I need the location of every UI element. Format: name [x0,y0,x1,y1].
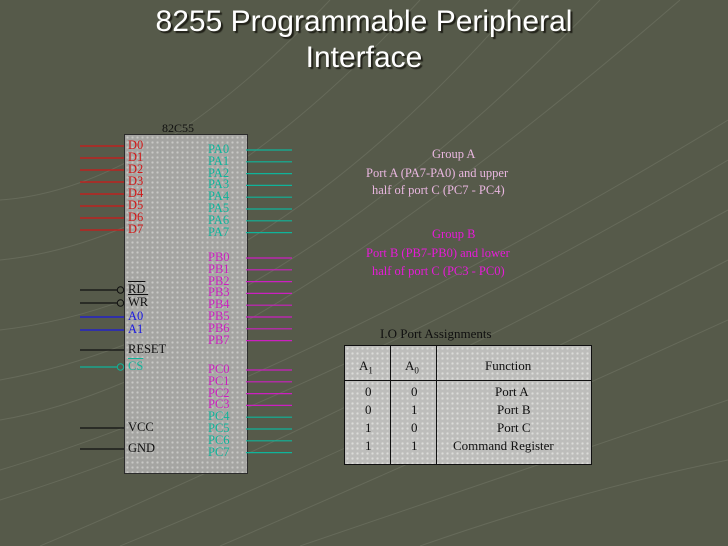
row1-a0: 0 [411,384,418,399]
slide-title-line1: 8255 Programmable Peripheral [155,5,573,38]
row1-a1: 0 [365,384,372,399]
pin-label-pb5: PB5 [208,309,230,323]
pin-label-rd: RD [128,282,146,296]
pin-label-pc1: PC1 [208,373,230,388]
group-a-line2: half of port C (PC7 - PC4) [372,183,505,197]
pin-label-pc3: PC3 [208,397,230,412]
pin-label-pa6: PA6 [208,212,230,227]
active-low-bubble [116,299,125,307]
pin-label-a1: A1 [128,322,144,336]
row3-a1: 1 [365,420,372,435]
pin-label-pb0: PB0 [208,250,230,264]
header-a0: A0 [405,358,419,376]
table-header-divider [345,380,591,381]
pin-label-pb3: PB3 [208,285,230,300]
pin-label-pa3: PA3 [208,177,230,192]
pin-label-d7: D7 [128,222,144,236]
slide-title-line2: Interface [305,41,423,74]
pin-label-d5: D5 [128,198,144,212]
row3-function: Port C [497,420,531,435]
pin-label-pa2: PA2 [208,165,230,180]
pin-label-pc5: PC5 [208,421,230,435]
pin-label-pc0: PC0 [208,362,230,376]
row2-function: Port B [497,402,531,417]
pin-label-pc4: PC4 [208,409,230,424]
pin-label-cs: CS [128,359,144,373]
pin-label-pa4: PA4 [208,189,230,204]
pin-label-pa5: PA5 [208,201,230,215]
slide-title: 8255 Programmable Peripheral Interface [0,4,728,76]
pin-label-a0: A0 [128,309,144,323]
header-a1: A1 [359,358,373,376]
group-b-line2: half of port C (PC3 - PC0) [372,264,505,278]
chip-body [124,134,248,474]
pin-label-vcc: VCC [128,420,154,434]
group-a-line1: Port A (PA7-PA0) and upper [366,166,509,180]
row1-function: Port A [495,384,529,399]
pin-label-wr: WR [128,295,149,309]
pin-label-pc7: PC7 [208,444,230,459]
group-a-title: Group A [432,147,476,161]
row2-a1: 0 [365,402,372,417]
pin-label-d3: D3 [128,174,144,188]
row4-a0: 1 [411,438,418,453]
row2-a0: 1 [411,402,418,417]
pin-label-pb6: PB6 [208,320,230,335]
pin-label-pa7: PA7 [208,224,230,239]
active-low-bubble [116,363,125,371]
pin-label-gnd: GND [128,441,156,455]
pin-label-d4: D4 [128,186,144,200]
chip-part-label: 82C55 [162,121,195,135]
pin-label-pa1: PA1 [208,153,230,168]
io-port-table: A1 A0 Function 0 0 Port A 0 1 Port B 1 0… [344,345,592,465]
pin-label-reset: RESET [128,342,167,356]
pin-label-pb4: PB4 [208,297,230,312]
pin-label-pb1: PB1 [208,261,230,276]
pin-label-pb7: PB7 [208,332,230,347]
header-function: Function [485,358,532,373]
pin-label-d2: D2 [128,162,144,176]
active-low-bubble [116,286,125,294]
io-table-title: I.O Port Assignments [380,326,492,341]
pin-label-d6: D6 [128,210,144,224]
pin-label-pc2: PC2 [208,385,230,400]
row4-a1: 1 [365,438,372,453]
table-divider [436,346,437,464]
row4-function: Command Register [453,438,554,453]
pin-label-pb2: PB2 [208,273,230,288]
row3-a0: 0 [411,420,418,435]
pin-label-d1: D1 [128,150,144,164]
table-divider [390,346,391,464]
group-b-title: Group B [432,227,476,241]
pin-label-pc6: PC6 [208,432,230,447]
group-b-line1: Port B (PB7-PB0) and lower [366,246,510,260]
pin-label-pa0: PA0 [208,142,230,156]
pin-label-d0: D0 [128,138,144,152]
